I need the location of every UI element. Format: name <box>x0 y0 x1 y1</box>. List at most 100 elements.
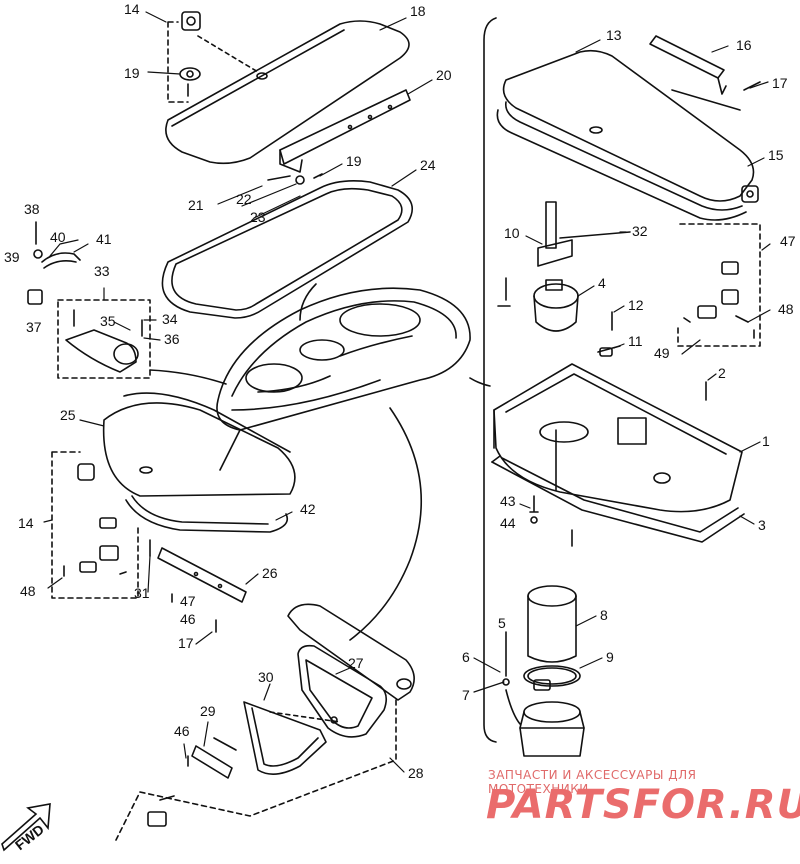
label-40: 40 <box>50 229 66 245</box>
label-39: 39 <box>4 249 20 265</box>
hinge-29 <box>187 737 237 779</box>
label-43: 43 <box>500 493 516 509</box>
label-32: 32 <box>632 223 648 239</box>
latch-left <box>63 463 127 577</box>
bolt-12 <box>597 311 621 357</box>
label-46: 46 <box>180 611 196 627</box>
rail-26 <box>149 539 247 603</box>
label-29: 29 <box>200 703 216 719</box>
label-49: 49 <box>654 345 670 361</box>
leader-17 <box>671 89 741 111</box>
watermark-brand: PARTSFOR.RU <box>486 782 800 828</box>
leader-30 <box>269 711 341 723</box>
label-41: 41 <box>96 231 112 247</box>
label-25: 25 <box>60 407 76 423</box>
pump-4 <box>533 279 579 332</box>
label-16: 16 <box>736 37 752 53</box>
lid-glovebox-27 <box>287 603 415 738</box>
cylinder-8 <box>527 585 577 663</box>
fwd-arrow-icon: FWD <box>1 803 51 853</box>
label-33: 33 <box>94 263 110 279</box>
watermark-caption: ЗАПЧАСТИ И АКСЕССУАРЫ ДЛЯ МОТОТЕХНИКИ <box>488 768 697 796</box>
label-4: 4 <box>598 275 606 291</box>
label-10: 10 <box>504 225 520 241</box>
leader-7 <box>505 689 521 725</box>
label-46: 46 <box>174 723 190 739</box>
label-35: 35 <box>100 313 116 329</box>
group-line-14-low <box>51 451 139 599</box>
label-31: 31 <box>134 585 150 601</box>
rod-32 <box>559 231 631 239</box>
label-30: 30 <box>258 669 274 685</box>
tray-1 <box>493 363 743 513</box>
screw-43 <box>529 495 539 513</box>
label-17: 17 <box>178 635 194 651</box>
label-27: 27 <box>348 655 364 671</box>
lid-rear-13 <box>496 49 755 221</box>
label-3: 3 <box>758 517 766 533</box>
latch-bottom <box>147 795 175 827</box>
label-9: 9 <box>606 649 614 665</box>
label-17: 17 <box>772 75 788 91</box>
label-48: 48 <box>20 583 36 599</box>
seal-24 <box>161 180 414 319</box>
gasket-3 <box>491 455 745 543</box>
cap-15 <box>741 185 759 203</box>
label-23: 23 <box>250 209 266 225</box>
leader-hull-top <box>299 283 317 321</box>
clamp-9 <box>523 665 581 691</box>
label-47: 47 <box>780 233 796 249</box>
fwd-label: FWD <box>12 821 47 853</box>
bracket-33 <box>65 309 143 373</box>
label-14: 14 <box>124 1 140 17</box>
part-labels: 14 19 18 20 19 21 22 23 24 13 16 17 15 4… <box>4 1 796 781</box>
label-12: 12 <box>628 297 644 313</box>
label-7: 7 <box>462 687 470 703</box>
post-10 <box>537 201 573 267</box>
rail-20 <box>279 89 411 173</box>
screw-17 <box>743 81 761 91</box>
screws-46-17 <box>171 593 217 633</box>
lid-side-25 <box>102 392 296 497</box>
label-24: 24 <box>420 157 436 173</box>
hull <box>216 287 471 431</box>
label-44: 44 <box>500 515 516 531</box>
screw-21 <box>267 175 291 181</box>
hose-41 <box>27 221 81 305</box>
label-13: 13 <box>606 27 622 43</box>
nut-44 <box>530 516 538 524</box>
group-line-47 <box>677 223 761 347</box>
leader-hull-left <box>149 369 227 385</box>
label-15: 15 <box>768 147 784 163</box>
group-line-33 <box>57 299 151 379</box>
leader-hull-right <box>469 377 491 387</box>
label-28: 28 <box>408 765 424 781</box>
label-47: 47 <box>180 593 196 609</box>
group-line-28 <box>115 699 397 841</box>
plug-cap-top <box>179 11 259 97</box>
label-34: 34 <box>162 311 178 327</box>
label-22: 22 <box>236 191 252 207</box>
label-20: 20 <box>436 67 452 83</box>
label-6: 6 <box>462 649 470 665</box>
leader-lines <box>43 11 771 773</box>
leader-hull-bottom <box>349 407 423 641</box>
label-19: 19 <box>124 65 140 81</box>
label-37: 37 <box>26 319 42 335</box>
latch-right <box>683 261 755 339</box>
nut-22 <box>295 175 305 185</box>
label-11: 11 <box>628 333 643 349</box>
label-26: 26 <box>262 565 278 581</box>
label-38: 38 <box>24 201 40 217</box>
group-bracket-right <box>483 17 497 743</box>
label-48: 48 <box>778 301 794 317</box>
base-outlet <box>519 701 585 757</box>
label-1: 1 <box>762 433 770 449</box>
rail-16 <box>649 35 727 95</box>
label-8: 8 <box>600 607 608 623</box>
label-36: 36 <box>164 331 180 347</box>
label-19: 19 <box>346 153 362 169</box>
screw-left <box>497 277 511 307</box>
seal-42 <box>125 495 289 533</box>
